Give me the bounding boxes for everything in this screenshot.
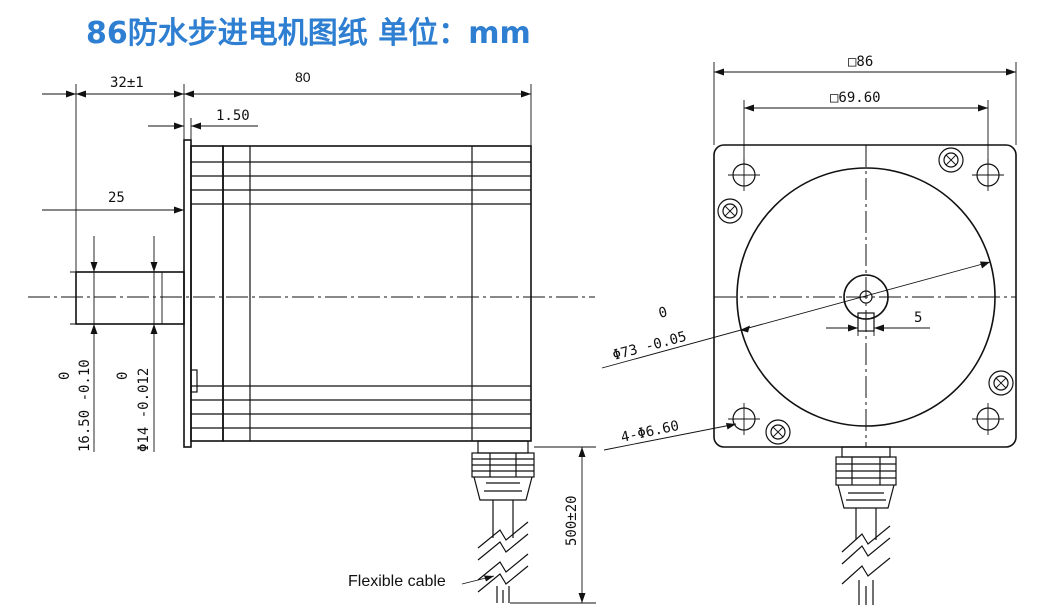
dim-hole-pitch: □69.60	[830, 90, 881, 106]
front-cable-gland	[835, 446, 897, 605]
flange-plate	[183, 139, 192, 448]
dim-pilot: Φ73 -0.05	[611, 329, 688, 364]
dim-shaft-diameter: Φ14 -0.012	[136, 368, 152, 452]
cable-label: Flexible cable	[348, 573, 446, 590]
motor-body	[222, 145, 532, 442]
side-view: 32±1 80 1.50 25 0 16.50 -0.10 0 Φ14 -0.0…	[28, 69, 596, 604]
side-cable-gland	[471, 440, 535, 603]
shaft-end	[843, 274, 889, 320]
mounting-holes	[728, 159, 1004, 435]
dim-flat-tol-top: 0	[57, 372, 73, 380]
shaft	[75, 271, 185, 325]
screws	[717, 147, 1014, 445]
front-view: □86 □69.60 0 Φ73 -0.05 5 4-Φ6.60	[601, 54, 1017, 605]
dim-body-length: 80	[295, 69, 311, 85]
dim-cable-length: 500±20	[564, 495, 580, 546]
drawing-title: 86防水步进电机图纸 单位：mm	[86, 16, 531, 51]
dim-shaft-total: 32±1	[110, 75, 144, 91]
dim-shaft-length: 25	[108, 190, 125, 206]
dim-pilot-tol-top: 0	[657, 304, 669, 322]
dim-shaft-diameter-tol-top: 0	[115, 372, 131, 380]
dim-flat: 16.50 -0.10	[77, 359, 93, 452]
dim-flange: 1.50	[216, 108, 250, 124]
dim-square: □86	[848, 54, 873, 70]
dim-holes: 4-Φ6.60	[620, 418, 681, 446]
dim-flat-width: 5	[914, 310, 922, 326]
